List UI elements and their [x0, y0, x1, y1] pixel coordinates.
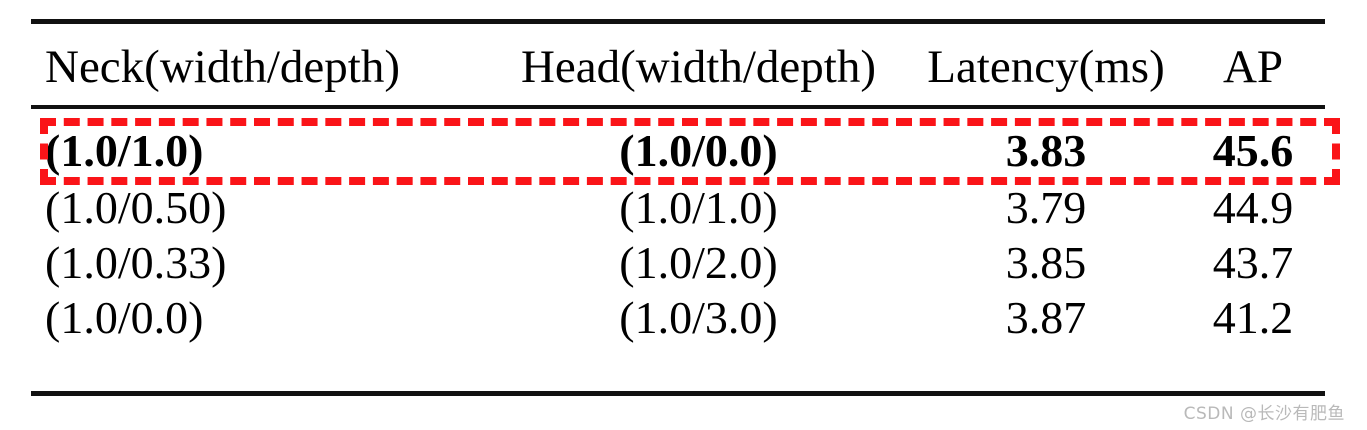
- watermark: CSDN @长沙有肥鱼: [1183, 404, 1345, 424]
- cell-ap: 41.2: [1212, 291, 1294, 343]
- cell-ap: 45.6: [1212, 124, 1294, 176]
- column-header-ap: AP: [1222, 40, 1284, 93]
- cell-head: (1.0/0.0): [619, 124, 778, 176]
- cell-neck: (1.0/0.50): [45, 181, 227, 233]
- table-bottom-rule: [31, 391, 1325, 396]
- cell-latency: 3.83: [1005, 124, 1087, 176]
- column-header-latency: Latency(ms): [927, 40, 1165, 93]
- cell-latency: 3.87: [1005, 291, 1087, 343]
- cell-head: (1.0/2.0): [619, 236, 778, 288]
- cell-ap: 43.7: [1212, 236, 1294, 288]
- cell-neck: (1.0/0.0): [45, 291, 204, 343]
- cell-head: (1.0/1.0): [619, 181, 778, 233]
- table-row: (1.0/0.0) (1.0/3.0) 3.87 41.2: [31, 290, 1325, 345]
- table-top-rule: [31, 19, 1325, 24]
- cell-latency: 3.85: [1005, 236, 1087, 288]
- column-header-neck: Neck(width/depth): [45, 40, 401, 93]
- results-table: Neck(width/depth) Head(width/depth) Late…: [31, 0, 1325, 400]
- table-row: (1.0/1.0) (1.0/0.0) 3.83 45.6: [31, 123, 1325, 178]
- table-row: (1.0/0.33) (1.0/2.0) 3.85 43.7: [31, 235, 1325, 290]
- cell-head: (1.0/3.0): [619, 291, 778, 343]
- cell-latency: 3.79: [1005, 181, 1087, 233]
- table-header-rule: [31, 105, 1325, 109]
- cell-neck: (1.0/1.0): [45, 124, 204, 176]
- column-header-head: Head(width/depth): [520, 40, 876, 93]
- table-header-row: Neck(width/depth) Head(width/depth) Late…: [31, 33, 1325, 101]
- cell-ap: 44.9: [1212, 181, 1294, 233]
- table-row: (1.0/0.50) (1.0/1.0) 3.79 44.9: [31, 180, 1325, 235]
- cell-neck: (1.0/0.33): [45, 236, 227, 288]
